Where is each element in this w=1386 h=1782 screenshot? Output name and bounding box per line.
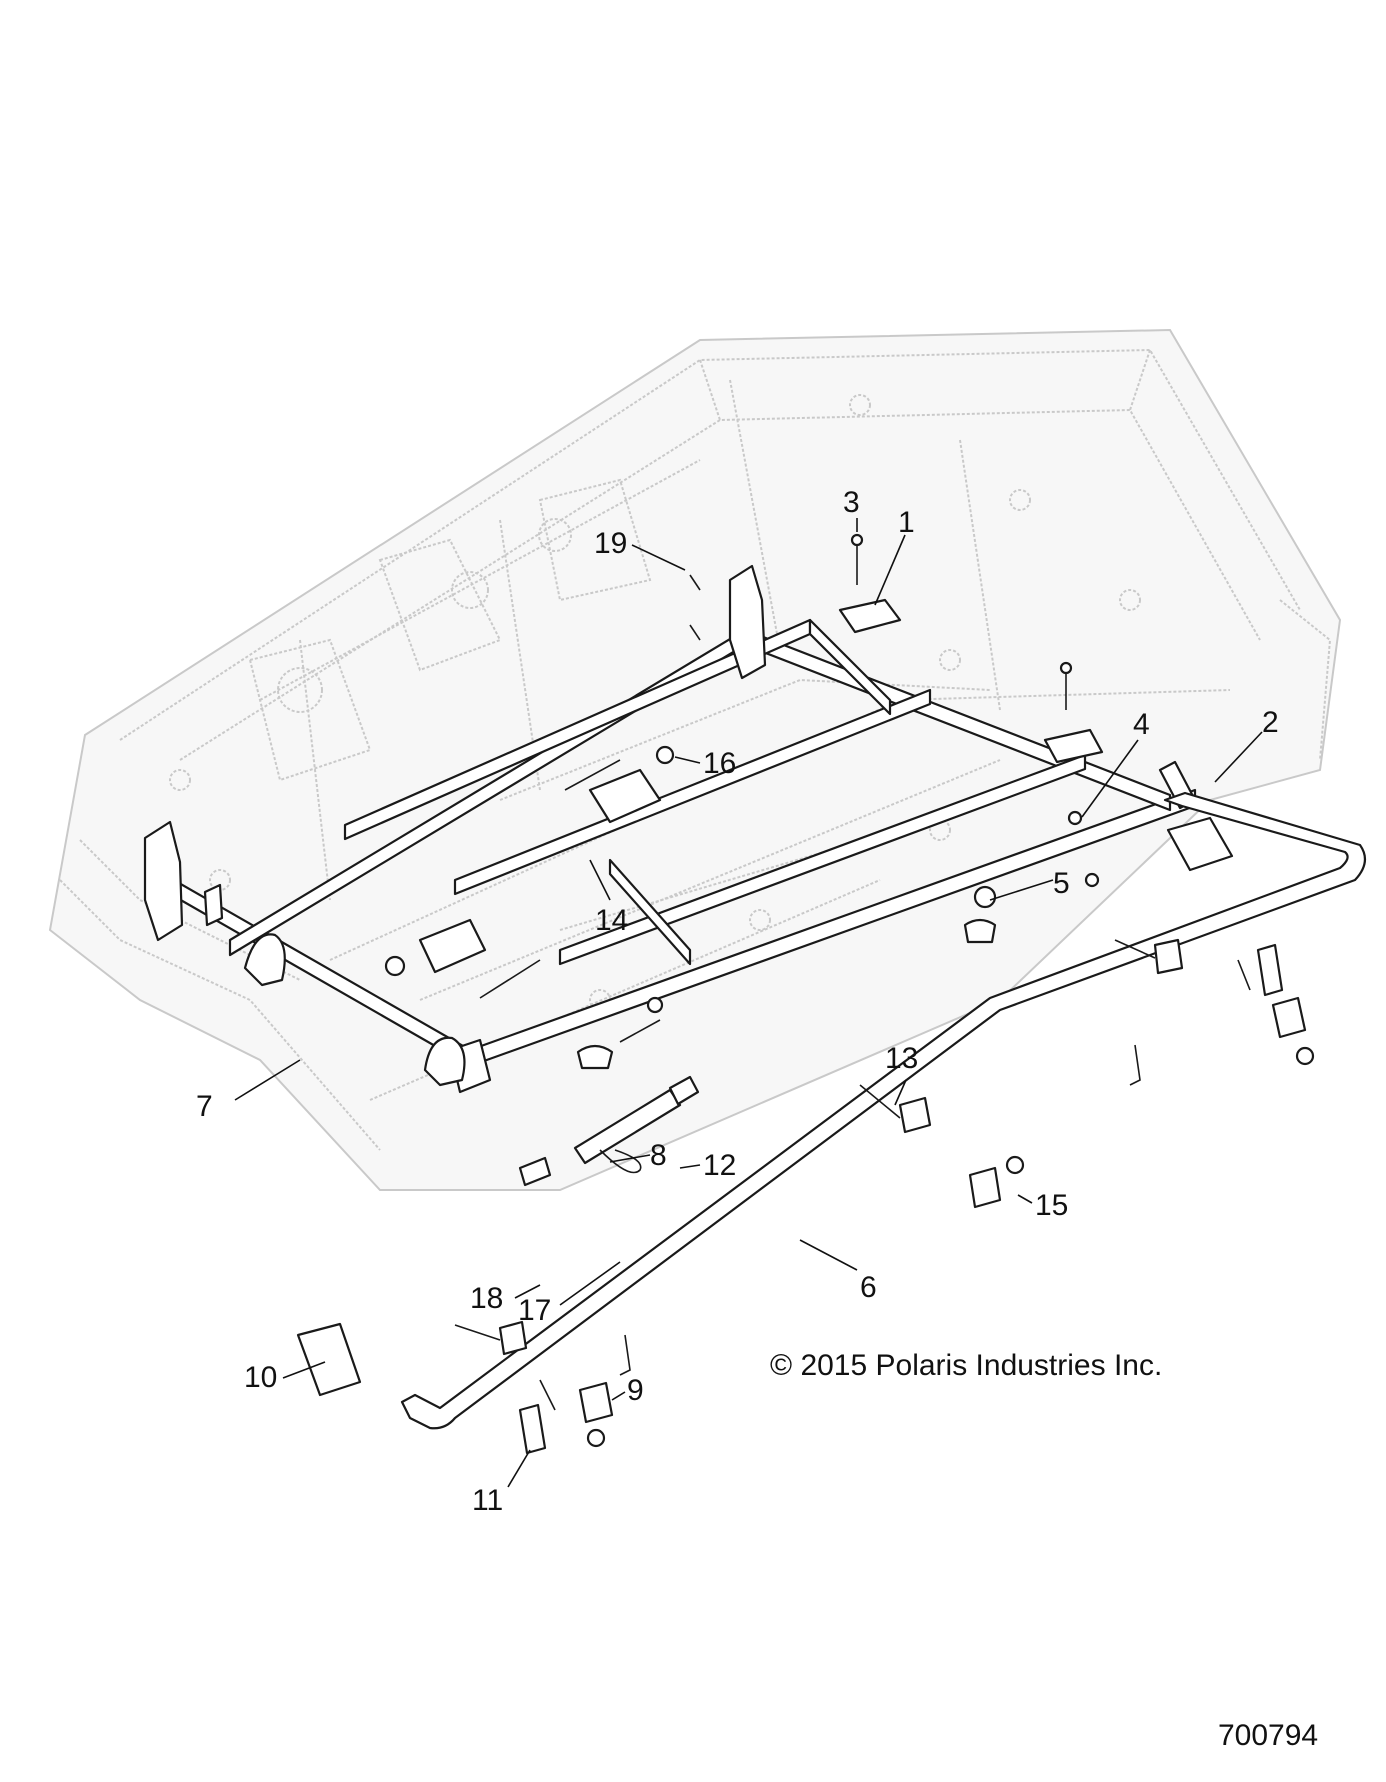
callout-3: 3 xyxy=(843,486,860,519)
rear-bracket xyxy=(728,564,767,680)
clamp-15 xyxy=(968,1166,1002,1209)
callout-4: 4 xyxy=(1133,708,1150,741)
bumper-upper xyxy=(963,918,997,944)
release-handle-assembly xyxy=(296,791,1367,1455)
leader-6 xyxy=(799,1239,858,1271)
spring-11 xyxy=(518,1403,547,1455)
release-rod-6 xyxy=(400,791,1367,1430)
hook-1b xyxy=(1043,728,1104,764)
leader-17 xyxy=(559,1261,621,1306)
callout-2: 2 xyxy=(1262,706,1279,739)
callout-13: 13 xyxy=(885,1042,918,1075)
callout-5: 5 xyxy=(1053,867,1070,900)
clamp-9 xyxy=(578,1381,614,1424)
tie-down-ring-front xyxy=(423,1036,466,1087)
callout-17: 17 xyxy=(518,1294,551,1327)
leader-10 xyxy=(282,1361,326,1379)
callout-9: 9 xyxy=(627,1374,644,1407)
leader-18 xyxy=(514,1284,541,1299)
leader-19 xyxy=(631,544,686,571)
leader-4 xyxy=(1081,739,1139,818)
leader-2 xyxy=(1214,731,1263,783)
leader-15 xyxy=(1017,1194,1033,1204)
leader-12 xyxy=(679,1164,701,1169)
strut-assembly xyxy=(518,918,997,1187)
grip-10 xyxy=(296,1322,362,1397)
leader-9 xyxy=(611,1391,626,1401)
callout-15: 15 xyxy=(1035,1189,1068,1222)
tie-down-ring-left xyxy=(243,933,286,987)
spring-right xyxy=(1256,943,1284,997)
callout-10: 10 xyxy=(244,1361,277,1394)
clamp-right xyxy=(1271,996,1307,1039)
clamp-lower xyxy=(498,1320,528,1356)
document-number: 700794 xyxy=(1218,1719,1318,1752)
bumper-8 xyxy=(576,1044,614,1070)
latch-plate-b xyxy=(418,918,487,974)
callout-16: 16 xyxy=(703,747,736,780)
clip-17 xyxy=(599,1149,642,1174)
seat-frame xyxy=(143,564,1197,1094)
callout-14: 14 xyxy=(595,904,628,937)
strut-12 xyxy=(573,1088,682,1165)
leader-13 xyxy=(894,1079,907,1106)
clamp-13 xyxy=(898,1096,932,1134)
copyright-notice: © 2015 Polaris Industries Inc. xyxy=(770,1349,1162,1382)
cargo-box-outline xyxy=(48,328,1342,1191)
latch-plate-a xyxy=(588,768,662,824)
leader-1 xyxy=(874,534,906,606)
callout-6: 6 xyxy=(860,1271,877,1304)
left-bracket xyxy=(143,820,184,942)
callout-12: 12 xyxy=(703,1149,736,1182)
leader-7 xyxy=(234,1059,301,1101)
clamp-upper xyxy=(1153,938,1184,975)
callout-11: 11 xyxy=(472,1484,503,1517)
hook-parts xyxy=(689,533,1211,888)
leader-lines xyxy=(234,518,1263,1488)
leader-5 xyxy=(989,879,1054,901)
leader-14 xyxy=(589,859,611,901)
leader-11 xyxy=(507,1449,531,1488)
callout-7: 7 xyxy=(196,1090,213,1123)
pin-18 xyxy=(518,1156,552,1187)
callout-8: 8 xyxy=(650,1139,667,1172)
grip-right xyxy=(1166,816,1234,872)
leader-8 xyxy=(609,1154,651,1163)
callout-1: 1 xyxy=(898,506,915,539)
hook-1 xyxy=(838,598,902,634)
leader-16 xyxy=(674,756,701,764)
callout-19: 19 xyxy=(594,527,627,560)
callout-labels: 1 2 3 4 5 6 7 8 9 10 11 12 13 14 15 16 1… xyxy=(196,486,1279,1517)
callout-18: 18 xyxy=(470,1282,503,1315)
